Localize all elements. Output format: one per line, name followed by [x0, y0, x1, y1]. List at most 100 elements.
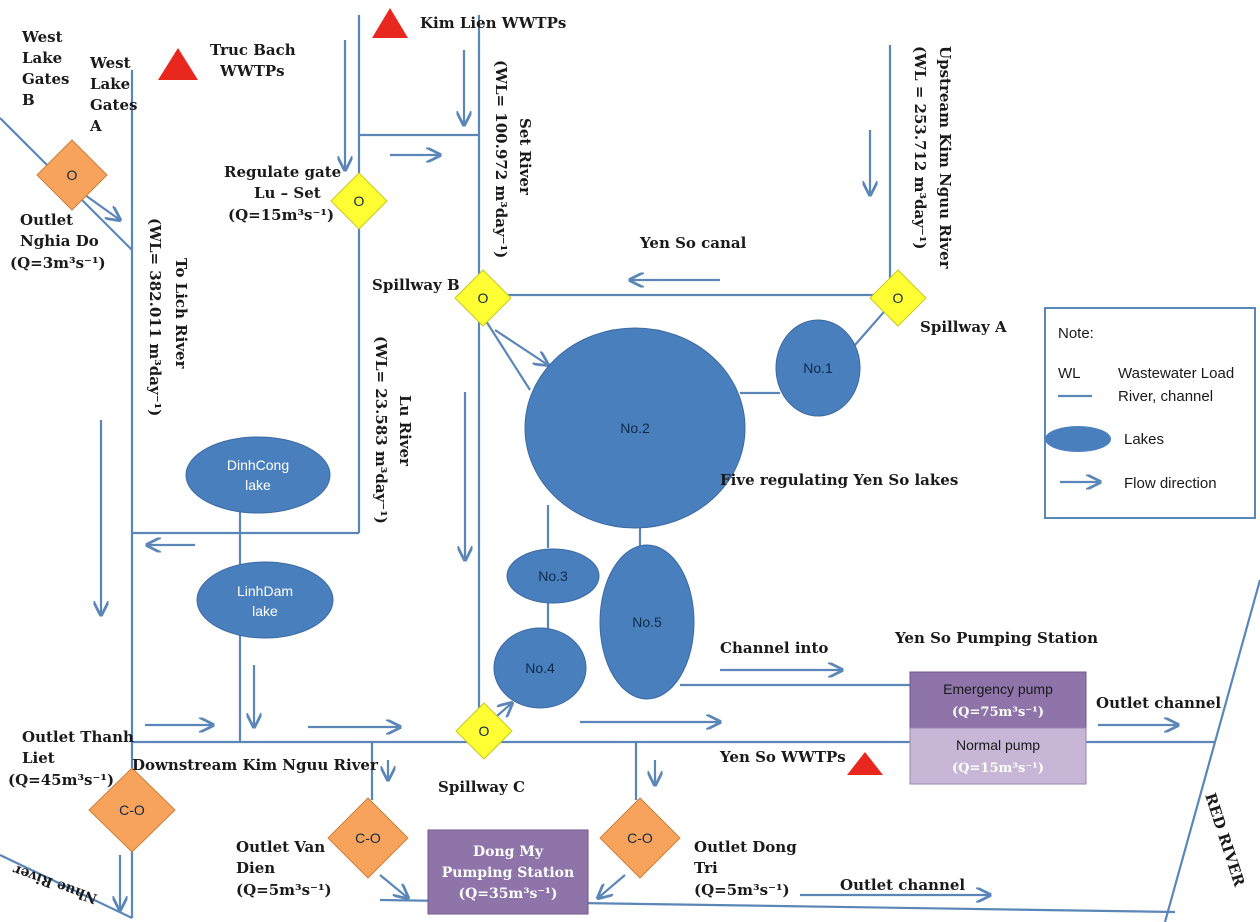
flow-arrow [598, 874, 626, 898]
set-river-2: (WL= 100.972 m³day⁻¹) [492, 60, 510, 258]
upstream-kim-nguu-2: (WL = 253.712 m³day⁻¹) [911, 46, 929, 250]
lake-no3-label: No.3 [538, 568, 568, 584]
red-river-label: RED RIVER [1201, 791, 1248, 889]
legend-flow-desc: Flow direction [1124, 475, 1217, 492]
gate-west-lake-label: O [67, 167, 78, 183]
gate-west-lake [36, 139, 108, 211]
van-dien-3: (Q=5m³s⁻¹) [236, 881, 332, 899]
gate-spillway-b-label: O [478, 290, 489, 306]
lake-no1 [775, 319, 861, 417]
legend-lakes-desc: Lakes [1124, 431, 1164, 448]
dong-my-label-2: Pumping Station [442, 865, 574, 881]
gate-spillway-a [869, 269, 927, 327]
lake-no3 [506, 548, 600, 604]
lake-no4 [493, 627, 587, 709]
gate-van-dien-label: C-O [355, 830, 381, 846]
legend-wl-desc: Wastewater Load [1118, 365, 1234, 382]
lake-no5-label: No.5 [632, 614, 662, 630]
kim-lien-label: Kim Lien WWTPs [420, 14, 566, 32]
gate-dong-tri [599, 797, 681, 879]
regulate-gate-2: Lu – Set [254, 184, 321, 202]
gate-spillway-b [454, 269, 512, 327]
thanh-liet-1: Outlet Thanh [22, 728, 134, 746]
gate-regulate [330, 172, 388, 230]
emergency-pump-label: Emergency pump [943, 681, 1053, 697]
legend-wl-key: WL [1058, 365, 1081, 382]
channel-into-label: Channel into [720, 639, 828, 657]
regulate-gate-1: Regulate gate [224, 163, 341, 181]
linh-dam-label-1: LinhDam [237, 583, 293, 599]
yen-so-wwtps: Yen So WWTPs [719, 748, 846, 766]
five-lakes-label: Five regulating Yen So lakes [720, 471, 958, 489]
lakes: No.2 No.1 No.3 No.4 No.5 DinhCong lake L… [185, 319, 861, 709]
flow-arrow [84, 194, 120, 220]
thanh-liet-3: (Q=45m³s⁻¹) [8, 771, 114, 789]
labels: West Lake Gates B West Lake Gates A Truc… [8, 14, 1249, 906]
lu-river-1: Lu River [396, 395, 414, 467]
legend: Note: WL Wastewater Load River, channel … [1044, 307, 1256, 519]
lake-dinh-cong [185, 436, 331, 514]
west-lake-a-1: West [89, 54, 131, 72]
to-lich-2: (WL= 382.011 m³day⁻¹) [146, 218, 164, 416]
nghia-do-2: Nghia Do [20, 232, 99, 250]
gate-van-dien [327, 797, 409, 879]
gate-spillway-c [455, 702, 513, 760]
dong-my-label-1: Dong My [473, 844, 544, 860]
yen-so-pumping-label: Yen So Pumping Station [894, 629, 1098, 647]
yen-so-canal: Yen So canal [639, 234, 747, 252]
west-lake-a-4: A [89, 117, 102, 135]
legend-river-desc: River, channel [1118, 388, 1213, 405]
triangle-icon [372, 8, 408, 38]
dong-my-label-3: (Q=35m³s⁻¹) [458, 886, 557, 902]
west-lake-b-1: West [21, 28, 63, 46]
lake-no2 [524, 327, 746, 529]
gate-dong-tri-label: C-O [627, 830, 653, 846]
nghia-do-3: (Q=3m³s⁻¹) [10, 254, 106, 272]
west-lake-b-3: Gates [22, 70, 69, 88]
emergency-pump-box [909, 671, 1087, 729]
normal-pump-q: (Q=15m³s⁻¹) [952, 761, 1044, 776]
wwtp-markers [158, 8, 883, 775]
dinh-cong-label-2: lake [245, 477, 271, 493]
normal-pump-label: Normal pump [956, 737, 1040, 753]
lake-no4-label: No.4 [525, 660, 555, 676]
lake-no2-label: No.2 [620, 420, 650, 436]
to-lich-1: To Lich River [172, 258, 190, 370]
linh-dam-label-2: lake [252, 603, 278, 619]
gate-spillway-c-label: O [479, 723, 490, 739]
lake-no1-label: No.1 [803, 360, 833, 376]
gates: O O O O O C-O C-O C-O [36, 139, 927, 879]
normal-pump-box [909, 727, 1087, 785]
gate-regulate-label: O [354, 193, 365, 209]
van-dien-2: Dien [236, 859, 275, 877]
triangle-icon [158, 48, 198, 80]
triangle-icon [847, 752, 883, 775]
gate-spillway-a-label: O [893, 290, 904, 306]
west-lake-a-3: Gates [90, 96, 137, 114]
flow-arrow [494, 329, 548, 365]
lake-no5 [599, 544, 695, 700]
truc-bach-1: Truc Bach [210, 41, 296, 59]
lake-linh-dam [196, 561, 334, 639]
upstream-kim-nguu-1: Upstream Kim Nguu River [936, 46, 954, 270]
pump-stations: Emergency pump (Q=75m³s⁻¹) Normal pump (… [427, 671, 1087, 915]
west-lake-b-2: Lake [22, 49, 62, 67]
gate-thanh-liet-label: C-O [119, 802, 145, 818]
legend-title: Note: [1058, 325, 1094, 342]
dong-tri-3: (Q=5m³s⁻¹) [694, 881, 790, 899]
emergency-pump-q: (Q=75m³s⁻¹) [952, 705, 1044, 720]
downstream-kim-nguu: Downstream Kim Nguu River [132, 756, 379, 774]
regulate-gate-3: (Q=15m³s⁻¹) [228, 206, 334, 224]
lu-river-2: (WL= 23.583 m³day⁻¹) [372, 336, 390, 524]
dinh-cong-label-1: DinhCong [227, 457, 289, 473]
spillway-b-label: Spillway B [372, 276, 460, 294]
dong-my-box [427, 829, 589, 915]
outlet-channel-bottom: Outlet channel [840, 876, 965, 894]
dong-tri-2: Tri [694, 859, 718, 877]
flow-arrows [84, 40, 1178, 910]
nhue-river-label: Nhue River [10, 861, 99, 906]
dong-tri-1: Outlet Dong [694, 838, 797, 856]
flow-arrow [379, 874, 408, 898]
